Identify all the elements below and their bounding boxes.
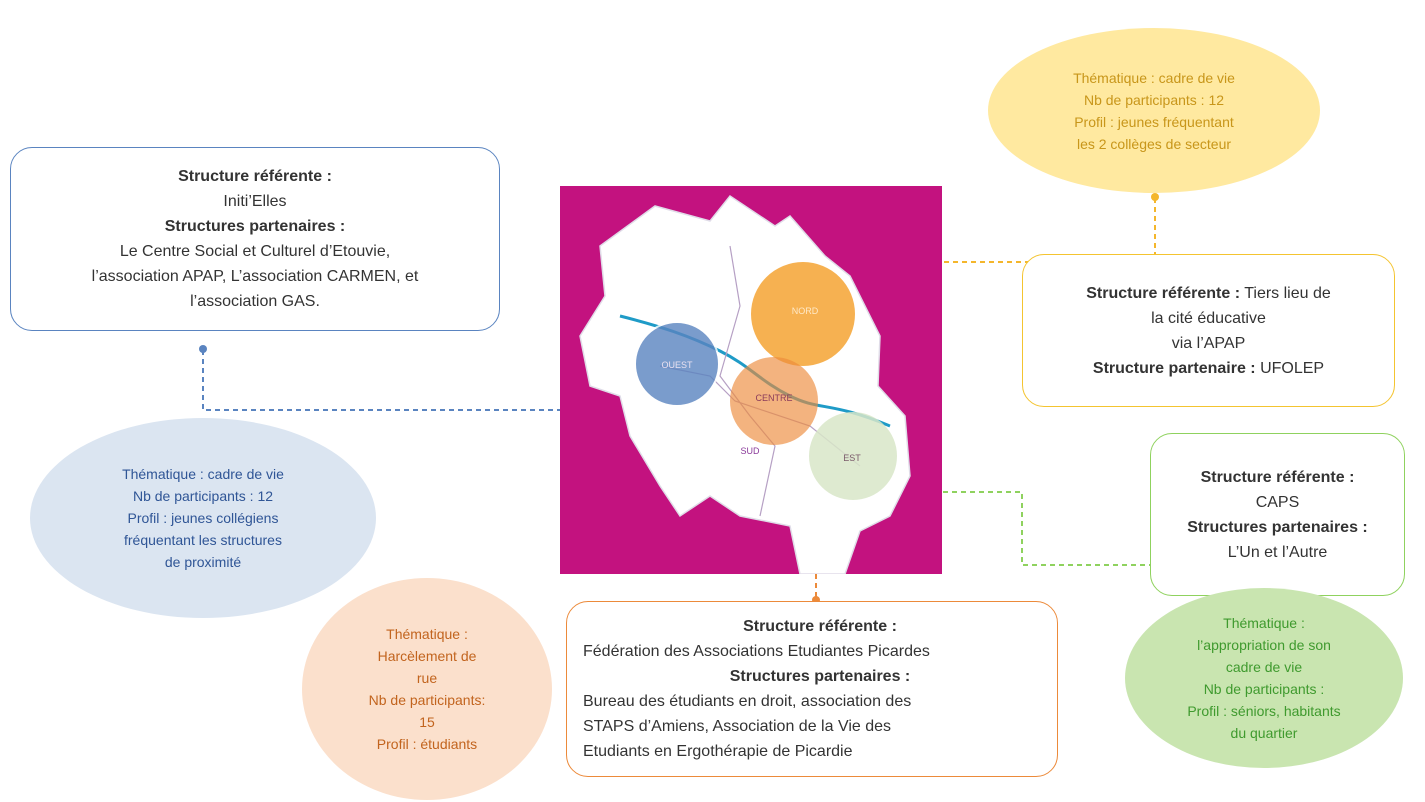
centre-partners-label: Structures partenaires : <box>729 668 911 685</box>
ouest-ref-value: Initi’Elles <box>223 193 287 210</box>
map-label-centre: CENTRE <box>755 393 792 403</box>
nord-structure-box: Structure référente : Tiers lieu de la c… <box>1022 254 1395 407</box>
ouest-structure-box: Structure référente : Initi’Elles Struct… <box>10 147 500 331</box>
nord-partner-value: UFOLEP <box>1260 359 1325 377</box>
ouest-bubble-line: fréquentant les structures <box>124 532 282 548</box>
nord-ref-label: Structure référente : <box>1086 284 1241 302</box>
nord-theme-bubble: Thématique : cadre de vie Nb de particip… <box>988 28 1320 193</box>
ouest-bubble-line: Profil : jeunes collégiens <box>127 510 279 526</box>
map-label-sud: SUD <box>740 446 760 456</box>
nord-ref-value: la cité éducative <box>1151 309 1266 327</box>
est-structure-box: Structure référente : CAPS Structures pa… <box>1150 433 1405 596</box>
est-bubble-line: du quartier <box>1230 725 1298 741</box>
city-map-shape: OUEST NORD CENTRE SUD EST <box>579 194 911 575</box>
nord-ref-line: Structure référente : Tiers lieu de <box>1023 281 1394 306</box>
est-bubble-line: Profil : séniors, habitants <box>1187 703 1341 719</box>
map-label-ouest: OUEST <box>661 360 693 370</box>
est-partners-value: L’Un et l’Autre <box>1227 543 1328 561</box>
ouest-bubble-line: de proximité <box>164 554 242 570</box>
est-ref-label: Structure référente : <box>1200 468 1355 486</box>
centre-bubble-line: rue <box>416 670 438 686</box>
ouest-partners-label: Structures partenaires : <box>164 218 346 235</box>
est-connector <box>898 491 1150 566</box>
est-bubble-line: Nb de participants : <box>1203 681 1325 697</box>
centre-bubble-line: Harcèlement de <box>377 648 477 664</box>
map-zone-centre <box>730 357 818 445</box>
ouest-bubble-line: Nb de participants : 12 <box>132 488 274 504</box>
est-partners-label: Structures partenaires : <box>1187 518 1368 536</box>
centre-partners-line: Etudiants en Ergothérapie de Picardie <box>583 743 853 760</box>
est-bubble-line: Thématique : <box>1223 615 1305 631</box>
ouest-connector <box>202 350 607 411</box>
ouest-partners-line: l’association GAS. <box>190 293 320 310</box>
est-bubble-line: cadre de vie <box>1225 659 1303 675</box>
nord-ref-value: Tiers lieu de <box>1244 284 1331 302</box>
ouest-partners-line: l’association APAP, L’association CARMEN… <box>91 268 419 285</box>
map-zone-nord <box>751 262 855 366</box>
est-ref-value: CAPS <box>1255 493 1300 511</box>
centre-partners-line: STAPS d’Amiens, Association de la Vie de… <box>583 718 892 735</box>
centre-bubble-line: Nb de participants: <box>368 692 486 708</box>
centre-theme-bubble: Thématique : Harcèlement de rue Nb de pa… <box>302 578 552 800</box>
ouest-theme-bubble: Thématique : cadre de vie Nb de particip… <box>30 418 376 618</box>
map-label-nord: NORD <box>792 306 819 316</box>
ouest-connector-dot <box>199 345 207 353</box>
centre-bubble-line: Thématique : <box>386 626 468 642</box>
nord-ref-value: via l’APAP <box>1171 334 1246 352</box>
nord-partner-label: Structure partenaire : <box>1092 359 1256 377</box>
nord-connector-dot <box>1151 193 1159 201</box>
centre-ref-value: Fédération des Associations Etudiantes P… <box>583 643 930 660</box>
centre-bubble-line: 15 <box>419 714 435 730</box>
ouest-partners-line: Le Centre Social et Culturel d’Etouvie, <box>119 243 391 260</box>
map-zone-est <box>809 412 897 500</box>
centre-ref-label: Structure référente : <box>743 618 897 635</box>
map-label-est: EST <box>843 453 861 463</box>
nord-partner-line: Structure partenaire : UFOLEP <box>1023 356 1394 381</box>
nord-bubble-line: les 2 collèges de secteur <box>1076 135 1232 152</box>
centre-partners-line: Bureau des étudiants en droit, associati… <box>583 693 912 710</box>
ouest-bubble-line: Thématique : cadre de vie <box>122 466 284 482</box>
nord-bubble-line: Thématique : cadre de vie <box>1073 69 1235 86</box>
centre-bubble-line: Profil : étudiants <box>376 736 478 752</box>
ouest-ref-label: Structure référente : <box>178 168 332 185</box>
map-zone-ouest <box>634 321 720 407</box>
est-bubble-line: l’appropriation de son <box>1197 637 1331 653</box>
city-map: OUEST NORD CENTRE SUD EST <box>560 186 942 575</box>
centre-structure-box: Structure référente : Fédération des Ass… <box>566 601 1058 777</box>
nord-bubble-line: Profil : jeunes fréquentant <box>1074 113 1234 130</box>
est-theme-bubble: Thématique : l’appropriation de son cadr… <box>1125 588 1403 768</box>
nord-bubble-line: Nb de participants : 12 <box>1083 91 1225 108</box>
